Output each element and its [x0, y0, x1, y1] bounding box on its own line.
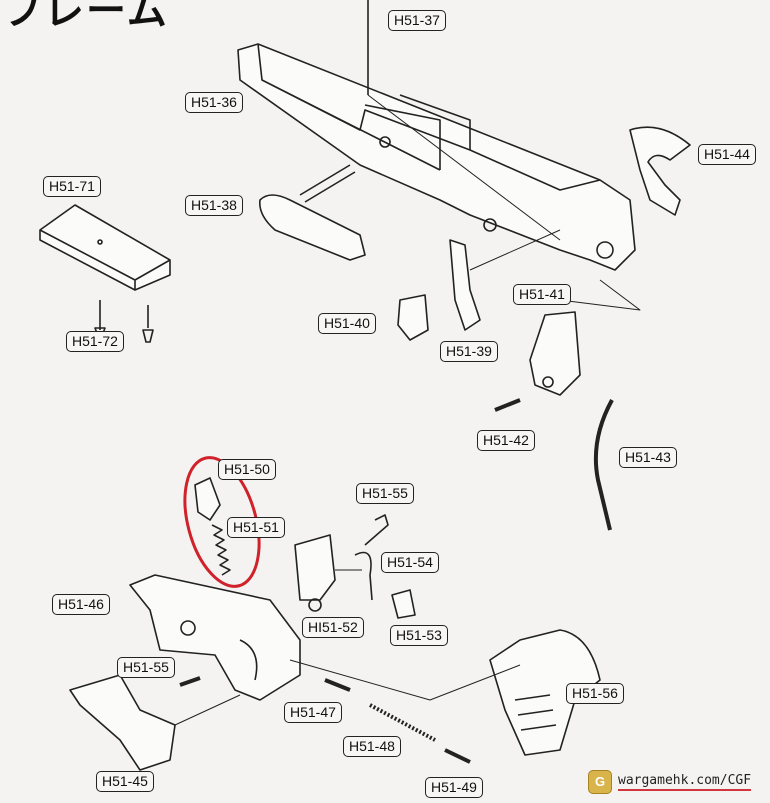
- pin-h51-42: [494, 398, 521, 412]
- label-h51-72: H51-72: [66, 331, 124, 352]
- watermark-text: wargamehk.com/CGF: [618, 773, 752, 791]
- label-h51-53: H51-53: [390, 625, 448, 646]
- label-h51-56: H51-56: [566, 683, 624, 704]
- screw-h51-55a: [364, 514, 389, 546]
- label-hi51-52: HI51-52: [302, 617, 364, 638]
- label-h51-45: H51-45: [96, 771, 154, 792]
- part-h51-40: [397, 294, 429, 341]
- leader-line: [469, 229, 561, 271]
- spring-h51-54: [354, 551, 373, 601]
- label-h51-44: H51-44: [698, 144, 756, 165]
- label-h51-71: H51-71: [43, 176, 101, 197]
- part-h51-38-slide-stop: [258, 164, 366, 261]
- label-h51-51: H51-51: [227, 517, 285, 538]
- label-h51-55-top: H51-55: [356, 483, 414, 504]
- diagram-title: フレーム: [2, 0, 169, 34]
- part-h51-45: [69, 674, 176, 771]
- part-h51-39: [449, 239, 481, 331]
- label-h51-54: H51-54: [381, 552, 439, 573]
- watermark: G wargamehk.com/CGF: [588, 770, 752, 794]
- label-h51-43: H51-43: [619, 447, 677, 468]
- part-h51-41: [529, 311, 581, 396]
- highlight-circle: [183, 456, 261, 588]
- label-h51-47: H51-47: [284, 702, 342, 723]
- label-h51-36: H51-36: [185, 92, 243, 113]
- spring-h51-43: [593, 399, 614, 531]
- leader-line: [174, 694, 241, 726]
- pin-h51-47: [324, 678, 351, 692]
- label-h51-46: H51-46: [52, 594, 110, 615]
- leader-line: [367, 94, 561, 241]
- part-h51-44-hammer: [629, 126, 691, 216]
- pin-h51-49: [444, 748, 471, 764]
- part-h51-41-pivot: [542, 376, 554, 388]
- screw-h51-72b: [142, 305, 154, 343]
- part-h51-56-grip: [489, 629, 601, 756]
- part-hi51-52-pivot: [308, 598, 322, 612]
- label-h51-42: H51-42: [477, 430, 535, 451]
- part-h51-36-frame-rail: [237, 43, 636, 271]
- spring-h51-51: [211, 524, 231, 576]
- screw-h51-55b: [179, 676, 201, 687]
- label-h51-39: H51-39: [440, 341, 498, 362]
- part-hi51-52: [294, 534, 336, 601]
- label-h51-41: H51-41: [513, 284, 571, 305]
- leader-line: [559, 279, 641, 311]
- label-h51-37: H51-37: [388, 10, 446, 31]
- part-h51-71-mount: [39, 204, 171, 291]
- label-h51-50: H51-50: [218, 459, 276, 480]
- part-h51-46-lower-frame: [129, 574, 301, 701]
- watermark-logo-icon: G: [588, 770, 612, 794]
- part-h51-53: [391, 589, 416, 619]
- label-h51-48: H51-48: [343, 736, 401, 757]
- label-h51-40: H51-40: [318, 313, 376, 334]
- spring-h51-48: [369, 703, 436, 742]
- label-h51-49: H51-49: [425, 777, 483, 798]
- label-h51-38: H51-38: [185, 195, 243, 216]
- label-h51-55-lower: H51-55: [117, 657, 175, 678]
- leader-line: [289, 659, 521, 701]
- part-h51-50: [194, 477, 221, 521]
